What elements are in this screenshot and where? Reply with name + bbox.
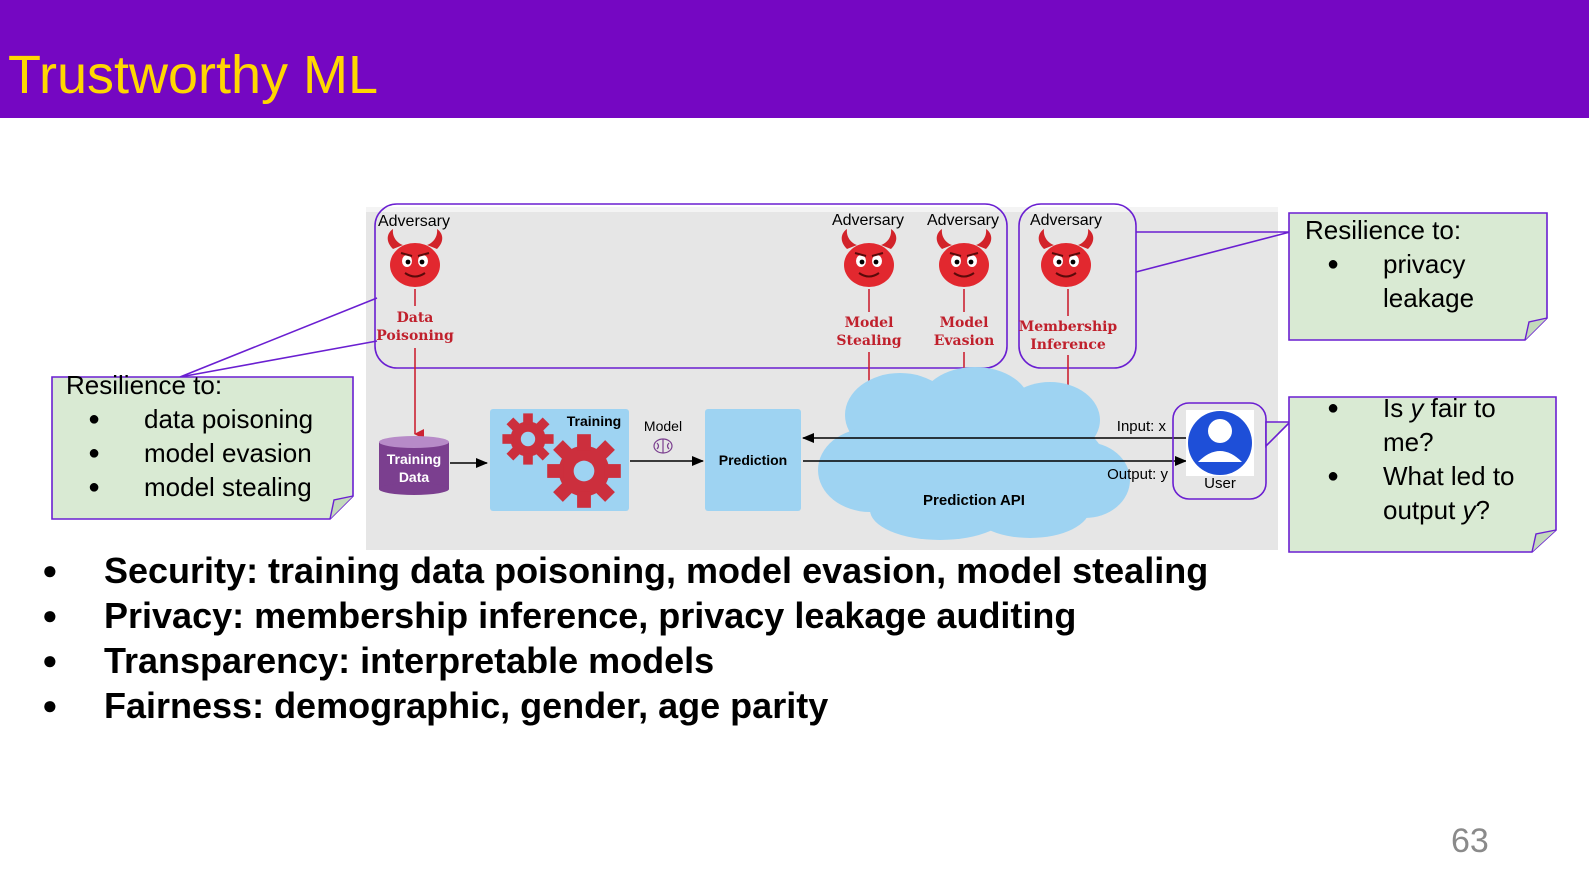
- adversary-group-frame: [374, 203, 1008, 369]
- title-bar: [0, 0, 1589, 118]
- left-callout-pointer: [179, 297, 378, 378]
- gear-icon: [547, 434, 621, 508]
- adversary-label: Adversary: [378, 213, 450, 230]
- bullet-transparency: ●Transparency: interpretable models: [42, 640, 715, 681]
- slide-title: Trustworthy ML: [8, 45, 379, 105]
- attack-label: Poisoning: [376, 328, 454, 344]
- bullet-privacy: ●Privacy: membership inference, privacy …: [42, 595, 1077, 636]
- attack-label: Inference: [1030, 337, 1106, 353]
- attack-label: Stealing: [836, 333, 901, 349]
- right-top-callout-pointer: [1135, 231, 1291, 273]
- prediction-api-label: Prediction API: [923, 492, 1025, 509]
- brain-icon: [653, 438, 673, 454]
- prediction-label: Prediction: [719, 452, 787, 468]
- bullet-security: ●Security: training data poisoning, mode…: [42, 550, 1209, 591]
- training-data-label: Training: [387, 451, 441, 467]
- input-label: Input: x: [1117, 418, 1167, 435]
- training-label: Training: [567, 413, 621, 429]
- callout-item: ●data poisoning: [88, 404, 314, 434]
- callout-item: ●model stealing: [88, 472, 312, 502]
- output-label: Output: y: [1107, 466, 1168, 483]
- callout-heading: Resilience to:: [1305, 215, 1462, 245]
- adversary-label: Adversary: [927, 212, 999, 229]
- prediction-api-cloud: [818, 367, 1130, 540]
- callout-item: ●Is y fair to me?: [1327, 393, 1496, 457]
- attack-label: Model: [940, 315, 989, 331]
- user-frame: [1172, 402, 1267, 500]
- membership-adversary-frame: [1018, 203, 1137, 369]
- page-number: 63: [1451, 822, 1489, 860]
- callout-heading: Resilience to:: [66, 370, 223, 400]
- adversary-label: Adversary: [832, 212, 904, 229]
- model-label: Model: [644, 418, 682, 434]
- gear-icon: [502, 413, 554, 465]
- right-top-callout-text: Resilience to: ●privacy leakage: [1305, 213, 1535, 315]
- attack-label: Membership: [1019, 319, 1118, 335]
- training-data-label: Data: [399, 469, 430, 485]
- attack-label: Model: [845, 315, 894, 331]
- callout-item: ●What led to output y?: [1327, 461, 1515, 525]
- main-bullet-list: ●Security: training data poisoning, mode…: [40, 548, 1208, 728]
- prediction-box: [705, 409, 801, 511]
- left-callout-text: Resilience to: ●data poisoning ●model ev…: [66, 368, 313, 504]
- training-data-cylinder: [379, 436, 449, 495]
- callout-item: ●privacy leakage: [1327, 249, 1475, 313]
- attack-label: Evasion: [934, 333, 995, 349]
- attack-label: Data: [397, 310, 434, 326]
- callout-item: ●model evasion: [88, 438, 312, 468]
- adversary-label: Adversary: [1030, 212, 1102, 229]
- right-bottom-callout-pointer: [1265, 421, 1292, 448]
- user-label: User: [1204, 475, 1236, 492]
- right-bottom-callout-text: ●Is y fair to me? ●What led to output y?: [1305, 391, 1545, 527]
- bullet-fairness: ●Fairness: demographic, gender, age pari…: [42, 685, 829, 726]
